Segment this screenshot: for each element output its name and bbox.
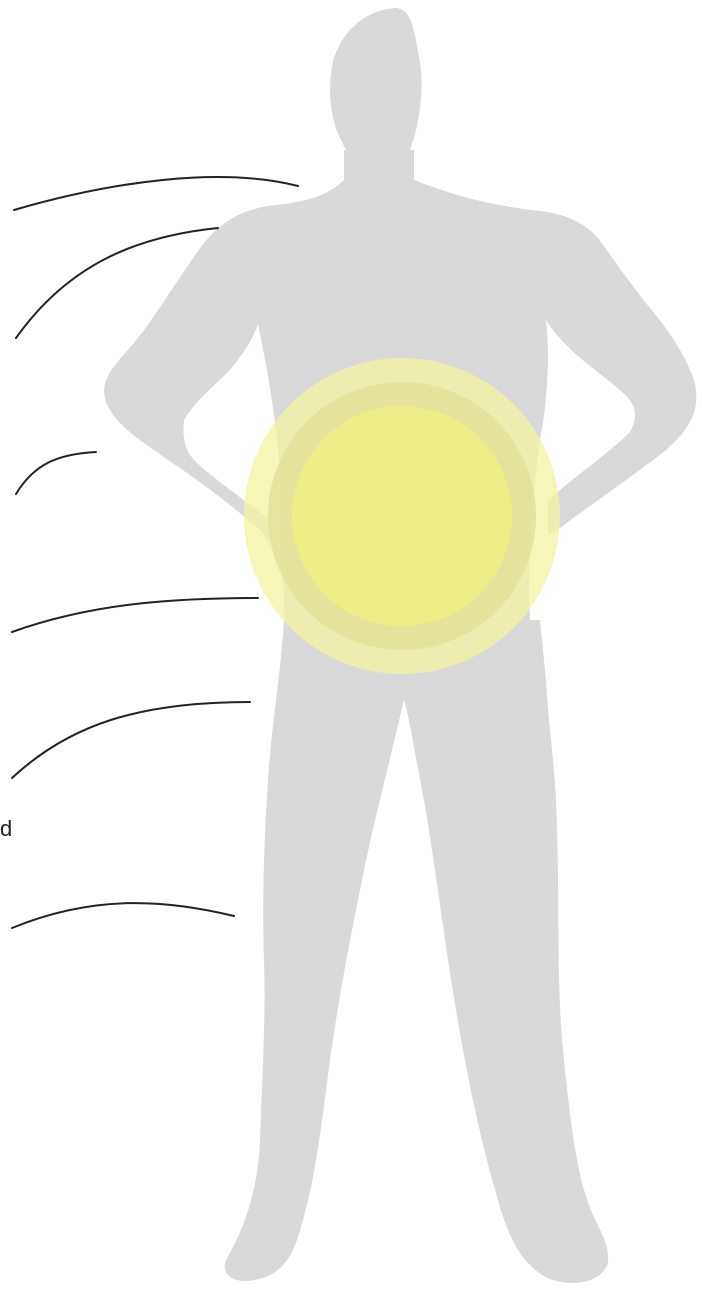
glow-core bbox=[292, 406, 512, 626]
leader-line-hip bbox=[12, 702, 250, 778]
abdomen-glow-icon bbox=[244, 358, 560, 674]
callout-label-fragment: d bbox=[0, 818, 12, 840]
leader-line-arm bbox=[16, 452, 96, 494]
legs-shape bbox=[225, 620, 608, 1283]
leader-line-shoulder bbox=[14, 177, 298, 210]
leader-line-abdomen bbox=[12, 598, 258, 632]
leader-line-thigh bbox=[12, 903, 234, 928]
